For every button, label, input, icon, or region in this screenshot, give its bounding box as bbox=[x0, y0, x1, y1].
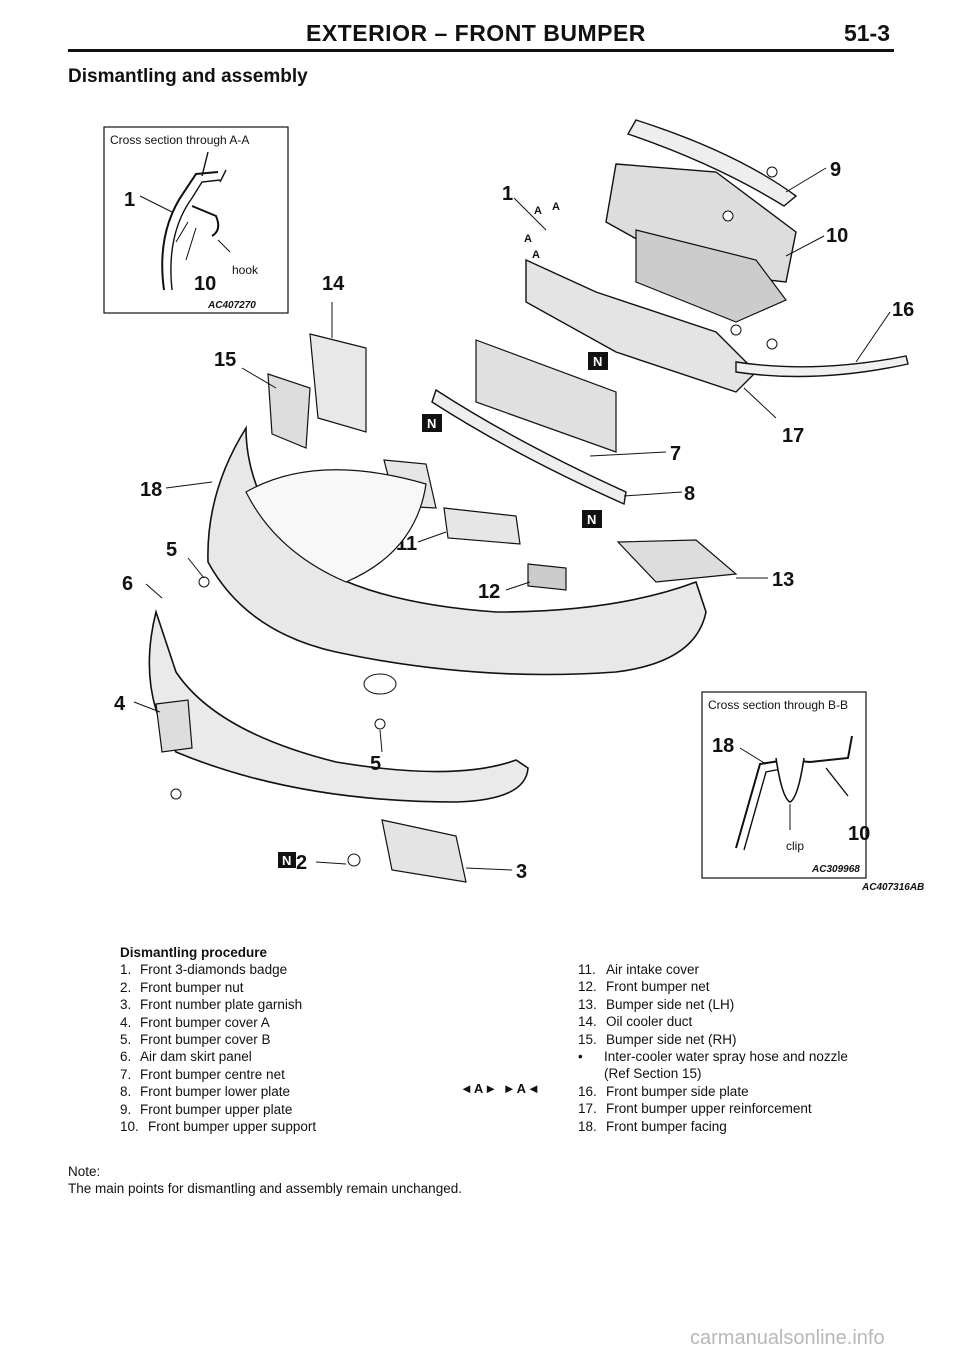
callout-14: 14 bbox=[322, 273, 345, 295]
list-item: 10.Front bumper upper support bbox=[120, 1119, 317, 1135]
list-item: 9.Front bumper upper plate bbox=[120, 1101, 293, 1117]
list-item: 8.Front bumper lower plate bbox=[120, 1084, 291, 1100]
svg-text:N: N bbox=[587, 512, 596, 527]
callout-12: 12 bbox=[478, 581, 500, 603]
list-item: 13.Bumper side net (LH) bbox=[578, 996, 735, 1012]
list-item: 16.Front bumper side plate bbox=[578, 1083, 749, 1099]
inset-section-b: Cross section through B-B 18 10 clip AC3… bbox=[701, 691, 870, 879]
callout-15: 15 bbox=[214, 349, 236, 371]
callout-10-inset: 10 bbox=[194, 273, 216, 295]
inset-a-hook-label: hook bbox=[232, 263, 259, 277]
inset-section-a: Cross section through A-A 1 10 hook AC40… bbox=[103, 126, 289, 314]
section-title: Dismantling and assembly bbox=[68, 66, 308, 87]
callout-10-inset-b: 10 bbox=[848, 823, 870, 845]
inset-a-code: AC407270 bbox=[207, 300, 256, 311]
callout-3: 3 bbox=[516, 861, 527, 883]
section-mark-a-4: A bbox=[532, 249, 540, 261]
callout-9: 9 bbox=[830, 159, 841, 181]
note-text: The main points for dismantling and asse… bbox=[68, 1181, 462, 1197]
callout-5-a: 5 bbox=[166, 539, 177, 561]
list-item: 6.Air dam skirt panel bbox=[120, 1049, 252, 1065]
callout-10: 10 bbox=[826, 225, 848, 247]
note-label: Note: bbox=[68, 1164, 101, 1179]
inset-b-code: AC309968 bbox=[811, 864, 860, 875]
n-mark-3 bbox=[582, 510, 602, 528]
n-mark-4 bbox=[278, 852, 296, 868]
upper-assembly: 9 10 16 17 1 A A A A bbox=[502, 119, 914, 447]
figure-code: AC407316AB bbox=[861, 882, 924, 893]
callout-6: 6 bbox=[122, 573, 133, 595]
exploded-diagram-svg: Cross section through A-A 1 10 hook AC40… bbox=[103, 119, 924, 893]
callout-17: 17 bbox=[782, 425, 804, 447]
note-block: Note: The main points for dismantling an… bbox=[68, 1163, 462, 1198]
exploded-diagram: Cross section through A-A 1 10 hook AC40… bbox=[96, 112, 936, 898]
callout-5-b: 5 bbox=[370, 753, 381, 775]
list-item: 2.Front bumper nut bbox=[120, 979, 244, 995]
list-item: 17.Front bumper upper reinforcement bbox=[578, 1101, 812, 1117]
list-item-continuation: (Ref Section 15) bbox=[604, 1066, 702, 1082]
svg-text:N: N bbox=[427, 416, 436, 431]
list-item: 5.Front bumper cover B bbox=[120, 1032, 271, 1048]
list-item: 1.Front 3-diamonds badge bbox=[120, 962, 288, 978]
n-mark-2 bbox=[422, 414, 442, 432]
list-item: 4.Front bumper cover A bbox=[120, 1014, 270, 1030]
list-item: 3.Front number plate garnish bbox=[120, 997, 303, 1013]
callout-1: 1 bbox=[502, 183, 513, 205]
callout-1-inset: 1 bbox=[124, 189, 135, 211]
lower-assembly: 5 6 4 5 N 2 3 bbox=[114, 539, 529, 883]
list-item: 11.Air intake cover bbox=[578, 962, 700, 977]
svg-text:N: N bbox=[282, 853, 291, 868]
callout-7: 7 bbox=[670, 443, 681, 465]
callout-4: 4 bbox=[114, 693, 126, 715]
callout-13: 13 bbox=[772, 569, 794, 591]
procedure-right-column: 11.Air intake cover 12.Front bumper net … bbox=[578, 961, 908, 1135]
page-number: 51-3 bbox=[843, 20, 890, 46]
watermark: carmanualsonline.info bbox=[690, 1327, 885, 1349]
service-point-marker: ◄A► ►A◄ bbox=[460, 1081, 541, 1096]
inset-b-title: Cross section through B-B bbox=[708, 698, 848, 712]
list-item: 15.Bumper side net (RH) bbox=[578, 1031, 737, 1047]
list-item: 18.Front bumper facing bbox=[578, 1118, 727, 1134]
list-item: 7.Front bumper centre net bbox=[120, 1066, 285, 1082]
callout-2: 2 bbox=[296, 852, 307, 874]
inset-a-title: Cross section through A-A bbox=[110, 133, 249, 147]
list-item: 14.Oil cooler duct bbox=[578, 1014, 693, 1030]
mid-assembly: 7 8 14 15 N N N bbox=[214, 273, 695, 528]
section-mark-a-2: A bbox=[552, 201, 560, 213]
n-mark-1 bbox=[588, 352, 608, 370]
callout-16: 16 bbox=[892, 299, 914, 321]
bumper-facing: 18 bbox=[140, 425, 707, 695]
list-item: 12.Front bumper net bbox=[578, 979, 710, 995]
list-item: •Inter-cooler water spray hose and nozzl… bbox=[578, 1049, 848, 1065]
section-mark-a-3: A bbox=[524, 233, 532, 245]
page-header: EXTERIOR – FRONT BUMPER 51-3 bbox=[68, 18, 894, 52]
callout-18-inset: 18 bbox=[712, 735, 734, 757]
procedure-heading: Dismantling procedure bbox=[120, 945, 268, 960]
section-mark-a-1: A bbox=[534, 205, 542, 217]
procedure-left-column: Dismantling procedure 1.Front 3-diamonds… bbox=[120, 944, 450, 1135]
page-title: EXTERIOR – FRONT BUMPER bbox=[306, 20, 646, 46]
callout-18: 18 bbox=[140, 479, 162, 501]
inset-b-clip-label: clip bbox=[786, 839, 804, 853]
callout-8: 8 bbox=[684, 483, 695, 505]
svg-text:N: N bbox=[593, 354, 602, 369]
